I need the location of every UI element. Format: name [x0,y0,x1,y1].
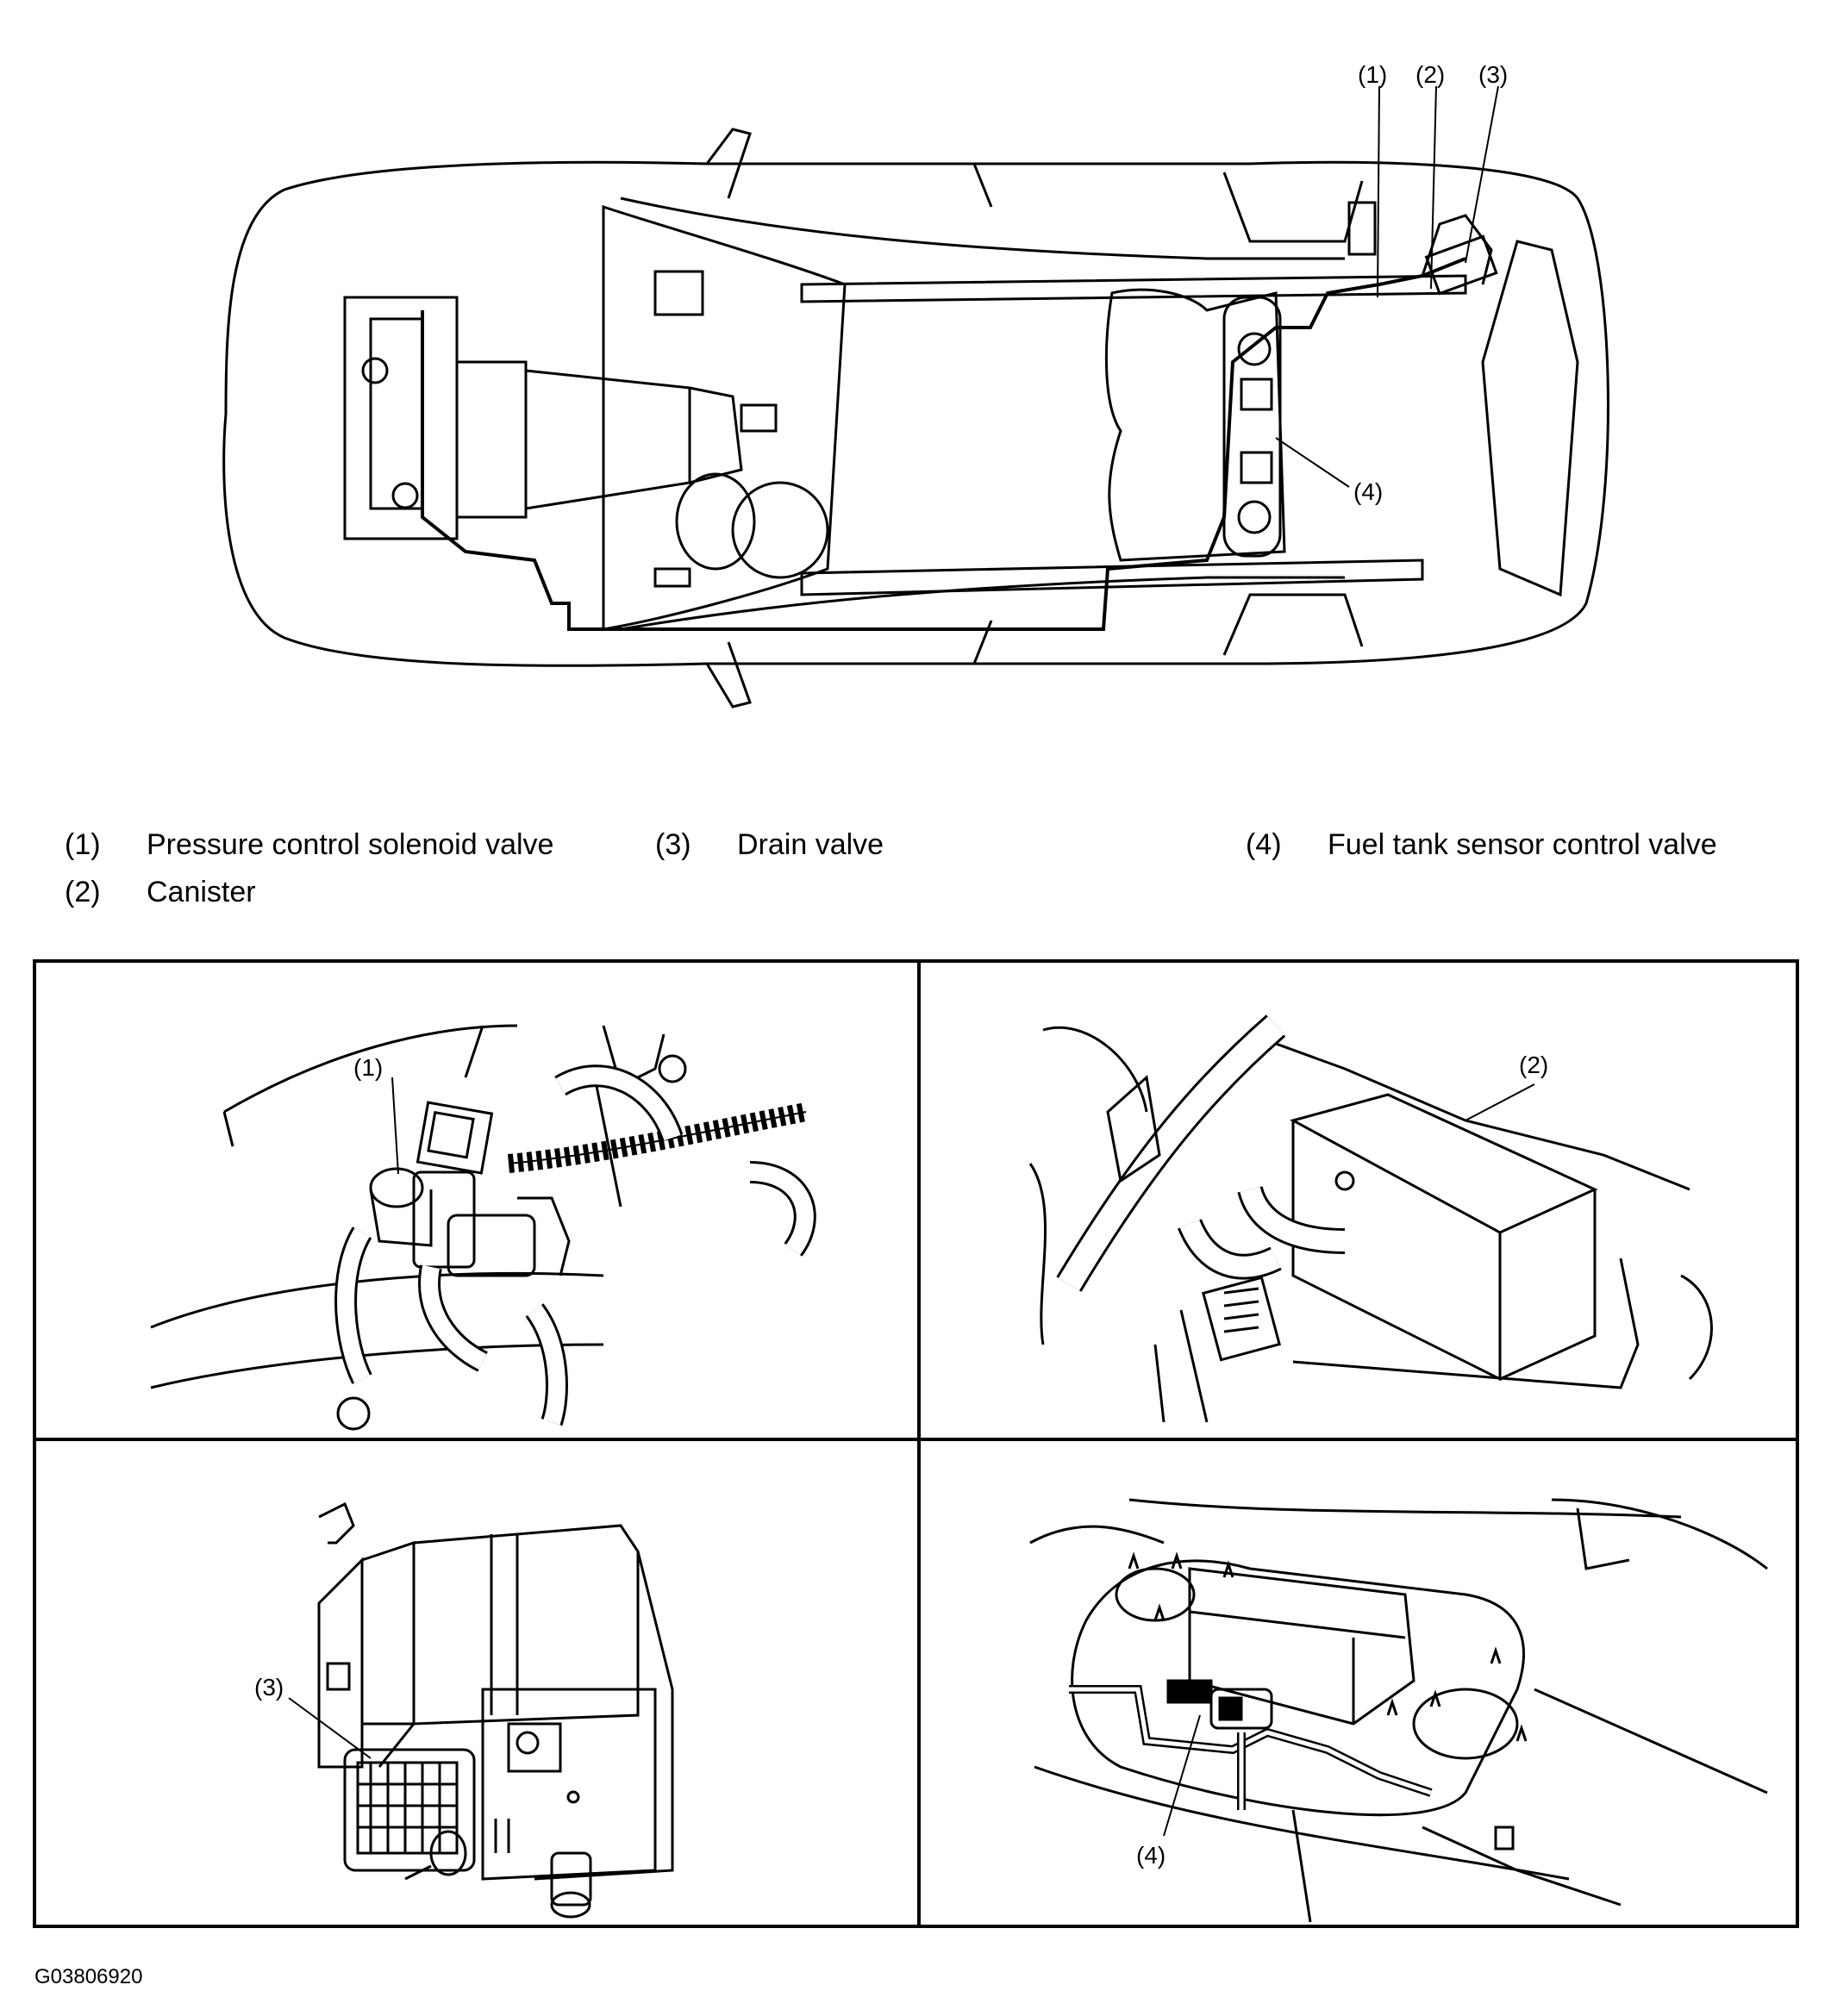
panel2-callout: (2) [1519,1052,1548,1078]
vehicle-overview-diagram: (1) (2) (3) (4) [222,61,1609,708]
panel1-callout: (1) [353,1054,383,1081]
rear-seat-bar-bottom [800,559,1424,596]
overview-callout-1: (1) [1358,61,1387,88]
overview-callout-3: (3) [1478,61,1508,88]
legend-item-1: (1) Pressure control solenoid valve [65,827,668,862]
figure-id: G03806920 [34,1965,143,1988]
panel-fuel-tank-sensor-control-valve [1029,1498,1768,1923]
evap-line [421,257,1466,631]
panel-canister [1028,1014,1713,1423]
legend-item-2: (2) Canister [65,875,668,909]
filler-neck [1347,201,1377,256]
vehicle-body-outline [222,160,1609,667]
legend-item-4: (4) Fuel tank sensor control valve [1246,827,1780,862]
legend-num-3: (3) [655,828,691,861]
legend-label-1: Pressure control solenoid valve [147,828,554,861]
panel3-callout: (3) [254,1674,284,1701]
fuel-tank [1104,288,1286,562]
legend-num-1: (1) [65,828,101,861]
legend-num-4: (4) [1246,828,1282,861]
panel-grid-frame [33,959,1799,1928]
overview-callout-4: (4) [1353,478,1383,505]
rear-seat-bar-top [800,274,1467,303]
legend-label-3: Drain valve [737,828,884,861]
overview-callout-2: (2) [1415,61,1445,88]
legend-label-4: Fuel tank sensor control valve [1328,828,1717,861]
legend-label-2: Canister [147,876,256,908]
legend-item-3: (3) Drain valve [655,827,1000,862]
drain-valve-block [343,1748,476,1872]
panel4-callout: (4) [1136,1842,1165,1869]
panel-pressure-control-solenoid-valve [150,1024,816,1431]
panel-drain-valve [288,1501,674,1919]
canister-location [1424,234,1498,296]
legend-num-2: (2) [65,876,101,908]
